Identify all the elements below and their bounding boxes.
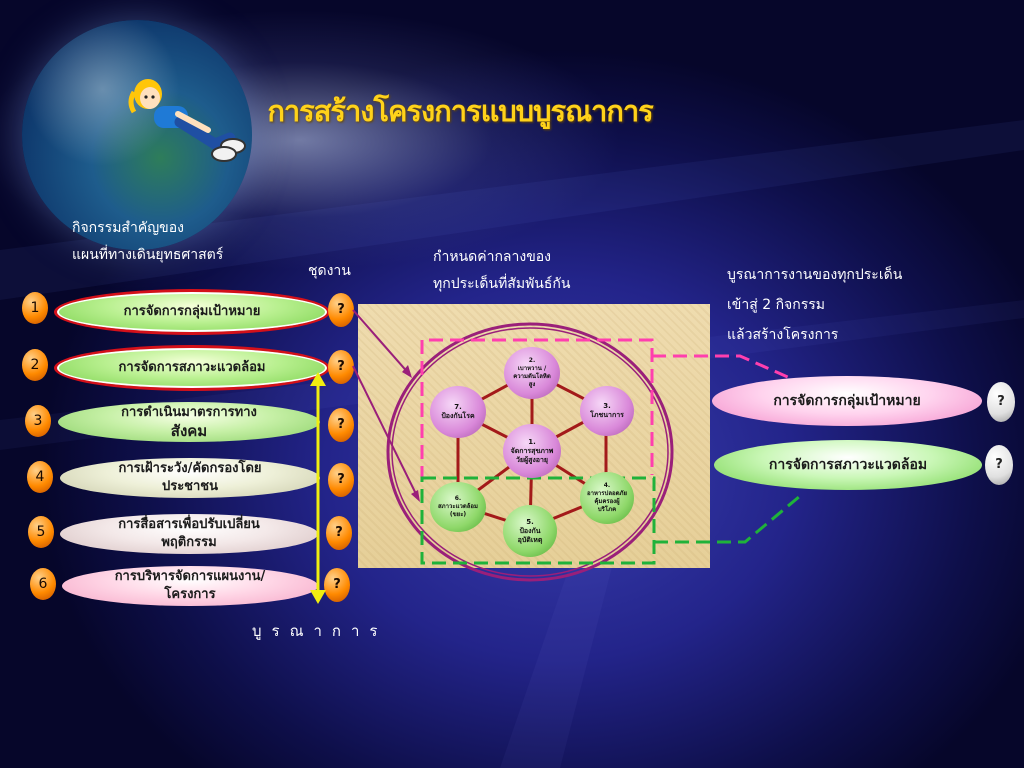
left-heading-line-2: แผนที่ทางเดินยุทธศาสตร์ — [72, 247, 224, 263]
activity-number-2: 2 — [22, 349, 48, 381]
hub-node-4-line-2: อาหารปลอดภัย — [587, 490, 627, 497]
hub-node-6-line-1: 6. — [454, 495, 462, 502]
right-heading: บูรณาการงานของทุกประเด็น เข้าสู่ 2 กิจกร… — [727, 260, 1007, 350]
activity-label-4-line-2: ประชาชน — [161, 479, 219, 494]
activity-question-5[interactable]: ? — [326, 516, 352, 550]
activity-question-4[interactable]: ? — [328, 463, 354, 497]
hub-node-7: 7. ป้องกันโรค — [430, 386, 486, 438]
activity-label-3-line-1: การดำเนินมาตรการทาง — [121, 405, 257, 420]
hub-node-4-line-4: บริโภค — [597, 506, 617, 513]
output-question-2[interactable]: ? — [985, 445, 1013, 485]
activity-number-1: 1 — [22, 292, 48, 324]
activity-pill-3[interactable]: การดำเนินมาตรการทาง สังคม — [58, 402, 320, 442]
activity-question-6[interactable]: ? — [324, 568, 350, 602]
hub-node-5: 5. ป้องกัน อุบัติเหตุ — [503, 505, 557, 557]
hub-node-2-line-1: 2. — [528, 357, 536, 364]
hub-node-6-line-2: สภาวะแวดล้อม — [438, 503, 478, 510]
activity-pill-1[interactable]: การจัดการกลุ่มเป้าหมาย — [54, 289, 330, 335]
hub-node-5-line-2: ป้องกัน — [519, 526, 541, 535]
activity-label-6-line-1: การบริหารจัดการแผนงาน/ — [114, 569, 266, 584]
activity-label-1: การจัดการกลุ่มเป้าหมาย — [123, 304, 261, 319]
left-heading-line-1: กิจกรรมสำคัญของ — [72, 220, 184, 236]
hub-node-7-line-1: 7. — [454, 403, 462, 411]
output-label-environment: การจัดการสภาวะแวดล้อม — [768, 457, 928, 473]
hub-node-5-line-1: 5. — [526, 517, 534, 526]
center-heading-line-1: กำหนดค่ากลางของ — [433, 249, 552, 265]
hub-node-6: 6. สภาวะแวดล้อม (ขยะ) — [430, 482, 486, 532]
activity-pill-6[interactable]: การบริหารจัดการแผนงาน/ โครงการ — [62, 566, 318, 606]
activity-number-5: 5 — [28, 516, 54, 548]
hub-node-4: 4. อาหารปลอดภัย คุ้มครองผู้ บริโภค — [580, 472, 634, 524]
center-heading: กำหนดค่ากลางของ ทุกประเด็นที่สัมพันธ์กัน — [433, 244, 673, 298]
hub-node-center: 1. จัดการสุขภาพ วัยผู้สูงอายุ — [503, 424, 561, 478]
hub-node-7-line-2: ป้องกันโรค — [441, 412, 475, 420]
integration-label: บูรณาการ — [252, 622, 388, 640]
center-heading-line-2: ทุกประเด็นที่สัมพันธ์กัน — [433, 276, 571, 292]
activity-label-5-line-2: พฤติกรรม — [161, 535, 217, 550]
activity-label-6-line-2: โครงการ — [164, 587, 216, 602]
hub-node-2-line-3: ความดันโลหิต — [513, 373, 551, 380]
cartoon-girl-image — [128, 79, 246, 162]
hub-node-3: 3. โภชนาการ — [580, 386, 634, 436]
hub-node-2-line-4: สูง — [528, 381, 536, 388]
page-title: การสร้างโครงการแบบบูรณาการ — [267, 94, 653, 128]
hub-node-4-line-3: คุ้มครองผู้ — [594, 498, 620, 505]
hub-node-5-line-3: อุบัติเหตุ — [517, 535, 543, 544]
activity-pill-4[interactable]: การเฝ้าระวัง/คัดกรองโดย ประชาชน — [60, 458, 320, 498]
hub-center-line-1: 1. — [528, 437, 536, 446]
activity-pill-5[interactable]: การสื่อสารเพื่อปรับเปลี่ยน พฤติกรรม — [60, 514, 318, 554]
activity-pill-2[interactable]: การจัดการสภาวะแวดล้อม — [54, 345, 330, 391]
right-heading-line-1: บูรณาการงานของทุกประเด็น — [727, 267, 903, 283]
activity-question-1[interactable]: ? — [328, 293, 354, 327]
hub-node-3-line-2: โภชนาการ — [590, 411, 624, 419]
output-pill-environment[interactable]: การจัดการสภาวะแวดล้อม — [714, 440, 982, 490]
hub-center-line-3: วัยผู้สูงอายุ — [515, 455, 549, 464]
hub-center-line-2: จัดการสุขภาพ — [510, 446, 554, 455]
output-label-target-group: การจัดการกลุ่มเป้าหมาย — [773, 393, 921, 409]
hub-node-2: 2. เบาหวาน / ความดันโลหิต สูง — [504, 347, 560, 399]
output-question-1[interactable]: ? — [987, 382, 1015, 422]
output-pill-target-group[interactable]: การจัดการกลุ่มเป้าหมาย — [712, 376, 982, 426]
activity-number-4: 4 — [27, 461, 53, 493]
activity-question-2[interactable]: ? — [328, 350, 354, 384]
set-label: ชุดงาน — [308, 263, 351, 279]
activity-label-2: การจัดการสภาวะแวดล้อม — [118, 360, 266, 375]
right-heading-line-3: แล้วสร้างโครงการ — [727, 327, 839, 343]
activity-number-3: 3 — [25, 405, 51, 437]
hub-node-6-line-3: (ขยะ) — [449, 511, 467, 518]
hub-node-3-line-1: 3. — [603, 402, 611, 410]
activity-question-3[interactable]: ? — [328, 408, 354, 442]
integration-double-arrow — [310, 372, 326, 604]
left-heading: กิจกรรมสำคัญของ แผนที่ทางเดินยุทธศาสตร์ — [72, 215, 302, 269]
activity-label-3-line-2: สังคม — [170, 422, 208, 440]
activity-label-5-line-1: การสื่อสารเพื่อปรับเปลี่ยน — [118, 517, 260, 532]
globe-image — [22, 20, 252, 250]
activity-number-6: 6 — [30, 568, 56, 600]
hub-node-2-line-2: เบาหวาน / — [517, 365, 547, 372]
right-heading-line-2: เข้าสู่ 2 กิจกรรม — [727, 297, 825, 313]
hub-node-4-line-1: 4. — [603, 482, 611, 489]
activity-label-4-line-1: การเฝ้าระวัง/คัดกรองโดย — [118, 461, 262, 476]
